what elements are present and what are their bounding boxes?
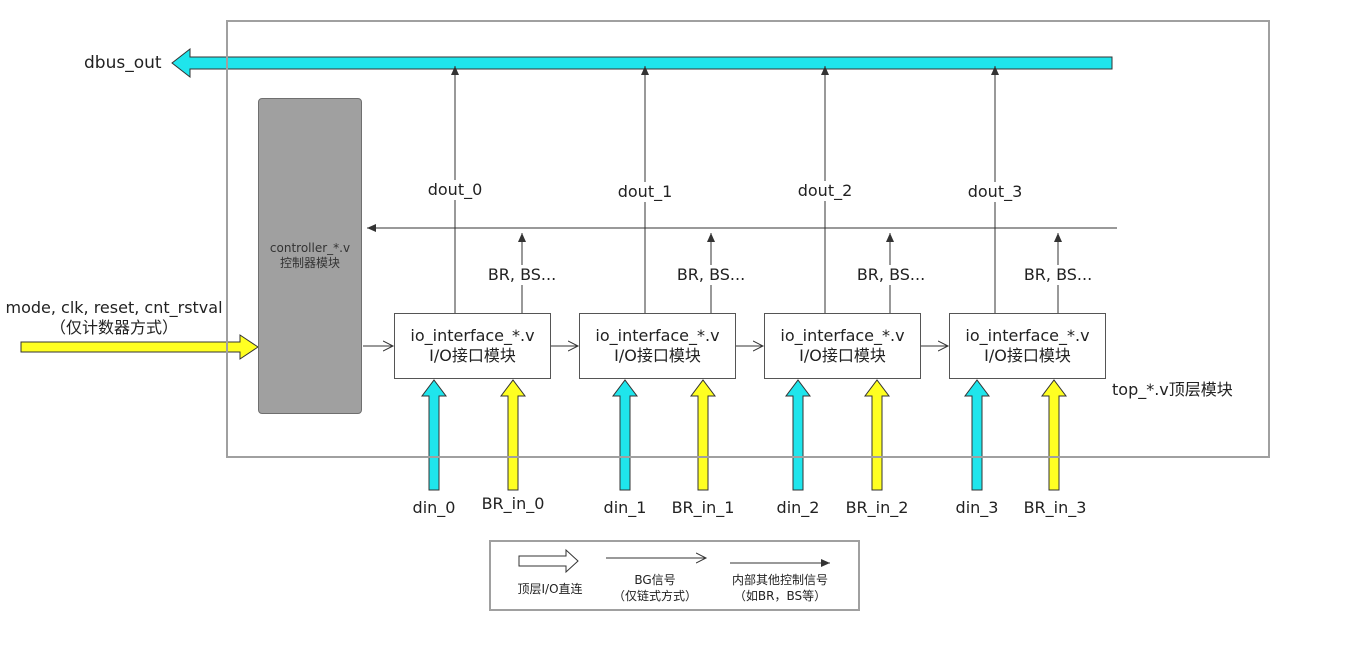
io-title: I/O接口模块	[984, 346, 1071, 365]
br-in-3-label: BR_in_3	[1023, 498, 1087, 517]
inputs-arrow	[20, 334, 259, 360]
io-title: I/O接口模块	[799, 346, 886, 365]
legend-item3-note: （如BR，BS等）	[733, 589, 827, 603]
legend-item1-label: 顶层I/O直连	[517, 582, 583, 596]
br-in-2-label: BR_in_2	[845, 498, 909, 517]
inputs-note: （仅计数器方式）	[49, 318, 179, 337]
legend-item2-note: （仅链式方式）	[612, 589, 698, 603]
ctrl-sig-3-label: BR, BS...	[1023, 265, 1093, 285]
din-1-label: din_1	[603, 498, 647, 517]
dout-2-label: dout_2	[797, 181, 853, 201]
controller-title: 控制器模块	[279, 256, 340, 270]
ctrl-sig-1-label: BR, BS...	[676, 265, 746, 285]
controller-filename: controller_*.v	[269, 241, 351, 255]
inputs-label: mode, clk, reset, cnt_rstval	[5, 298, 223, 317]
din-0-arrow	[421, 379, 447, 491]
din-2-arrow	[785, 379, 811, 491]
io-interface-3: io_interface_*.v I/O接口模块	[949, 313, 1106, 379]
dbus-out-label: dbus_out	[84, 53, 162, 73]
ctrl-sig-2-label: BR, BS...	[856, 265, 926, 285]
io-interface-2: io_interface_*.v I/O接口模块	[764, 313, 921, 379]
io-interface-1: io_interface_*.v I/O接口模块	[579, 313, 736, 379]
din-1-arrow	[612, 379, 638, 491]
legend-open-arrow-icon	[518, 548, 579, 574]
top-module-label: top_*.v顶层模块	[1112, 380, 1233, 399]
br-in-1-arrow	[690, 379, 716, 491]
din-0-label: din_0	[412, 498, 456, 517]
io-interface-0: io_interface_*.v I/O接口模块	[394, 313, 551, 379]
io-title: I/O接口模块	[614, 346, 701, 365]
top-module-frame	[226, 20, 1270, 458]
dout-1-label: dout_1	[617, 182, 673, 202]
ctrl-sig-0-label: BR, BS...	[487, 265, 557, 285]
dout-3-label: dout_3	[967, 182, 1023, 202]
din-2-label: din_2	[776, 498, 820, 517]
legend-box: 顶层I/O直连 BG信号 （仅链式方式） 内部其他控制信号 （如BR，BS等）	[489, 540, 860, 611]
legend-item2-label: BG信号	[634, 573, 676, 587]
controller-block: controller_*.v 控制器模块	[258, 98, 362, 414]
din-3-label: din_3	[955, 498, 999, 517]
br-in-0-label: BR_in_0	[481, 494, 545, 513]
dbus-out-arrow	[171, 47, 1113, 79]
io-filename: io_interface_*.v	[965, 326, 1090, 345]
br-in-2-arrow	[864, 379, 890, 491]
br-in-0-arrow	[500, 379, 526, 491]
io-filename: io_interface_*.v	[595, 326, 720, 345]
dout-0-label: dout_0	[427, 180, 483, 200]
io-filename: io_interface_*.v	[410, 326, 535, 345]
br-in-3-arrow	[1041, 379, 1067, 491]
legend-item3-label: 内部其他控制信号	[731, 573, 829, 587]
io-filename: io_interface_*.v	[780, 326, 905, 345]
din-3-arrow	[964, 379, 990, 491]
br-in-1-label: BR_in_1	[671, 498, 735, 517]
io-title: I/O接口模块	[429, 346, 516, 365]
